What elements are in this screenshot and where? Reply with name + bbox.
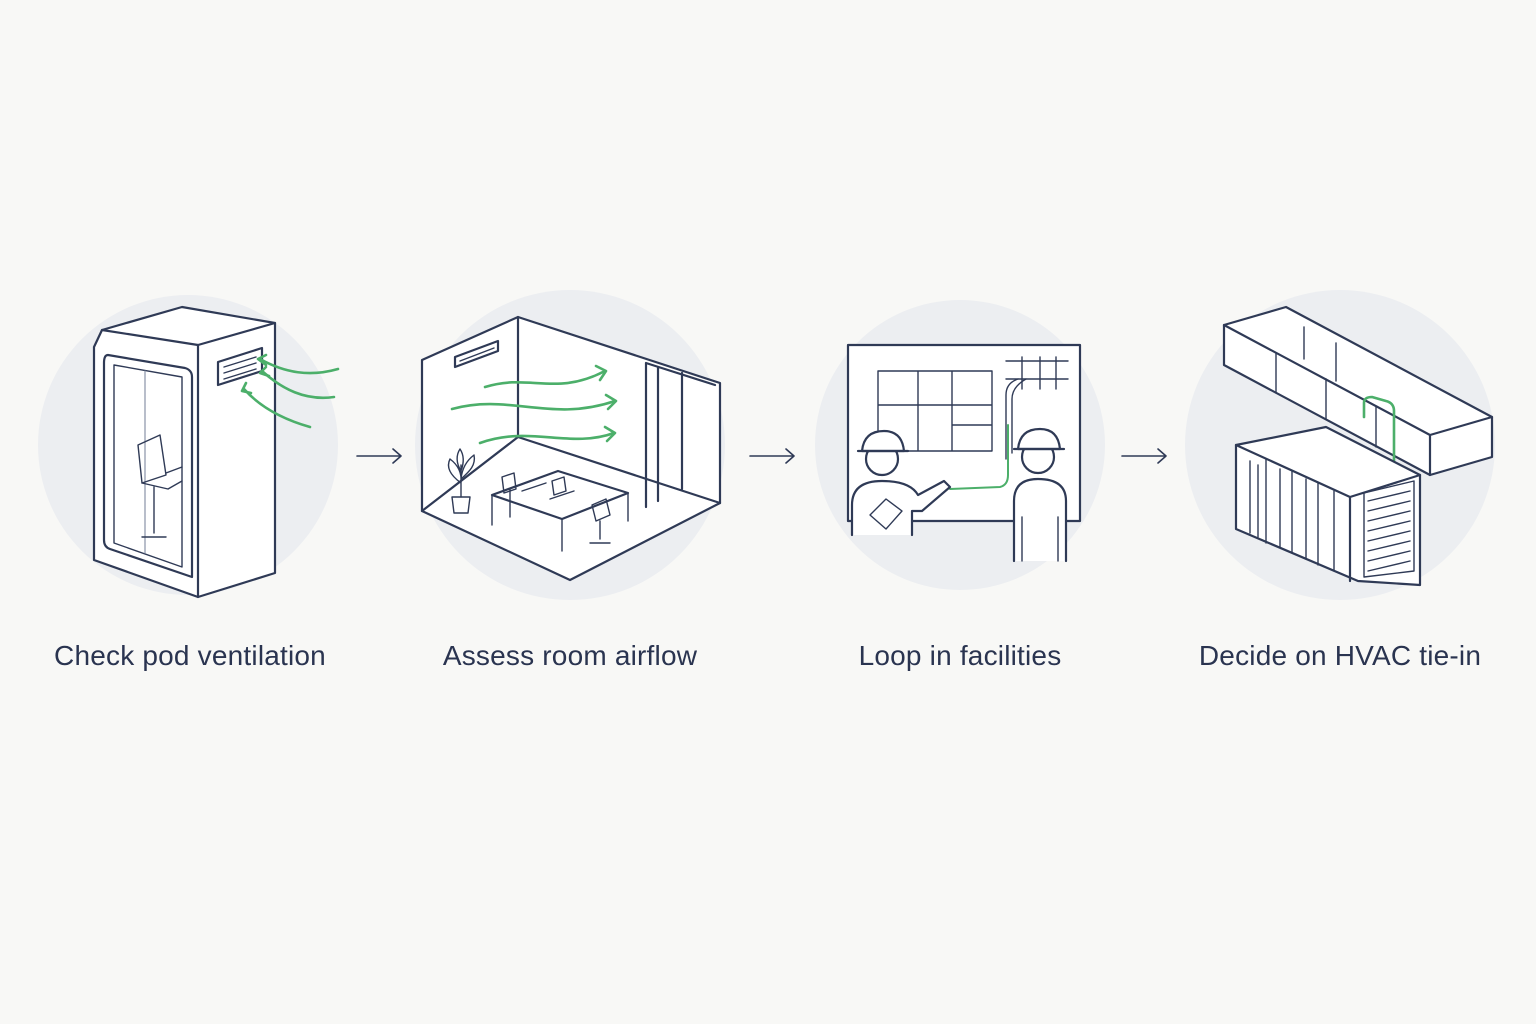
step-label: Assess room airflow: [442, 640, 698, 671]
step-label: Loop in facilities: [858, 640, 1062, 671]
phone-booth-pod-icon: [38, 295, 340, 599]
step-loop-in-facilities: Loop in facilities: [800, 285, 1120, 705]
step-label: Decide on HVAC tie-in: [1198, 640, 1482, 671]
step-check-pod-ventilation: Check pod ventilation: [30, 285, 350, 705]
right-arrow-icon: [1121, 448, 1167, 464]
right-arrow-icon: [749, 448, 795, 464]
office-room-airflow-icon: [415, 290, 725, 600]
hvac-unit-duct-icon: [1185, 290, 1495, 600]
right-arrow-icon: [356, 448, 402, 464]
step-label: Check pod ventilation: [54, 640, 326, 671]
facilities-workers-icon: [815, 300, 1105, 590]
step-decide-on-hvac-tie-in: Decide on HVAC tie-in: [1180, 285, 1500, 705]
step-assess-room-airflow: Assess room airflow: [410, 285, 730, 705]
